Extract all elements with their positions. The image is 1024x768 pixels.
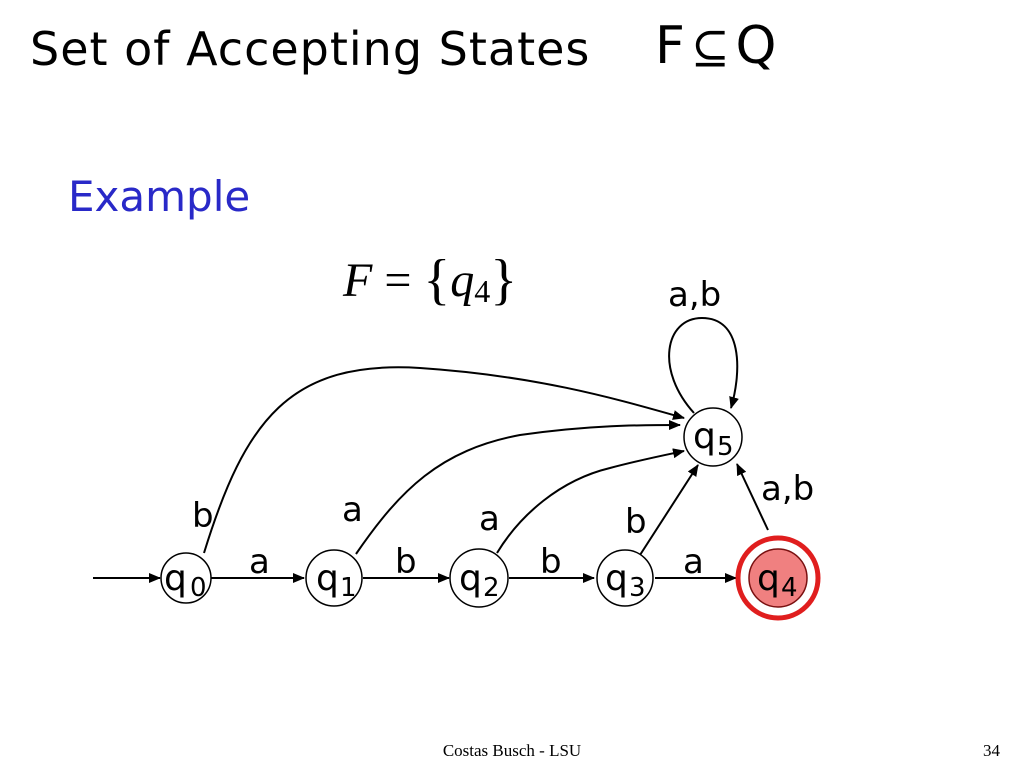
title-formula-left: F (655, 16, 685, 76)
formula-var: q (450, 254, 475, 307)
formula-lhs: F (343, 254, 373, 307)
edge-q2-q5 (496, 448, 685, 554)
formula-equals: = (384, 254, 412, 307)
label-q0-q1: a (249, 542, 270, 582)
edge-q5-q5 (668, 316, 739, 414)
label-q3-q4: a (683, 542, 704, 582)
label-q5-q5: a,b (668, 275, 721, 315)
formula-close-brace: } (490, 249, 518, 311)
edge-q3-q5 (639, 464, 699, 556)
state-q5-name: q (693, 416, 716, 457)
slide-title: Set of Accepting States (30, 22, 591, 76)
state-q3-name: q (605, 558, 628, 599)
state-q0-sub: 0 (190, 573, 207, 603)
state-q4: q 4 (735, 535, 821, 621)
state-q2-name: q (459, 558, 482, 599)
example-heading: Example (68, 172, 251, 221)
label-q4-q5: a,b (761, 469, 814, 509)
label-q1-q2: b (395, 542, 417, 582)
state-q5: q 5 (683, 407, 743, 467)
state-q3: q 3 (596, 549, 654, 607)
title-formula-right: Q (735, 16, 777, 76)
state-q0: q 0 (160, 552, 212, 604)
label-q0-q5: b (192, 496, 214, 536)
state-q2-sub: 2 (483, 573, 500, 603)
edge-q4-q5 (736, 463, 769, 531)
page-number: 34 (983, 741, 1000, 760)
edge-q1-q5 (355, 420, 681, 555)
accepting-set-formula: F = {q4} (343, 246, 518, 311)
state-q2: q 2 (449, 548, 509, 608)
state-q3-sub: 3 (629, 573, 646, 603)
label-q2-q5: a (479, 499, 500, 539)
state-q1: q 1 (305, 549, 363, 607)
title-formula: F⊆Q (655, 16, 776, 76)
footer-author: Costas Busch - LSU (442, 741, 582, 760)
state-q1-name: q (316, 558, 339, 599)
state-q5-sub: 5 (717, 432, 734, 462)
state-q4-sub: 4 (781, 573, 798, 603)
edge-q0-q5 (203, 366, 685, 554)
label-q2-q3: b (540, 542, 562, 582)
label-q3-q5: b (625, 502, 647, 542)
formula-sub: 4 (474, 273, 491, 309)
subset-symbol: ⊆ (690, 20, 730, 74)
state-q4-name: q (757, 558, 780, 599)
state-q0-name: q (164, 558, 187, 599)
formula-open-brace: { (423, 249, 451, 311)
label-q1-q5: a (342, 490, 363, 530)
state-q1-sub: 1 (340, 573, 357, 603)
